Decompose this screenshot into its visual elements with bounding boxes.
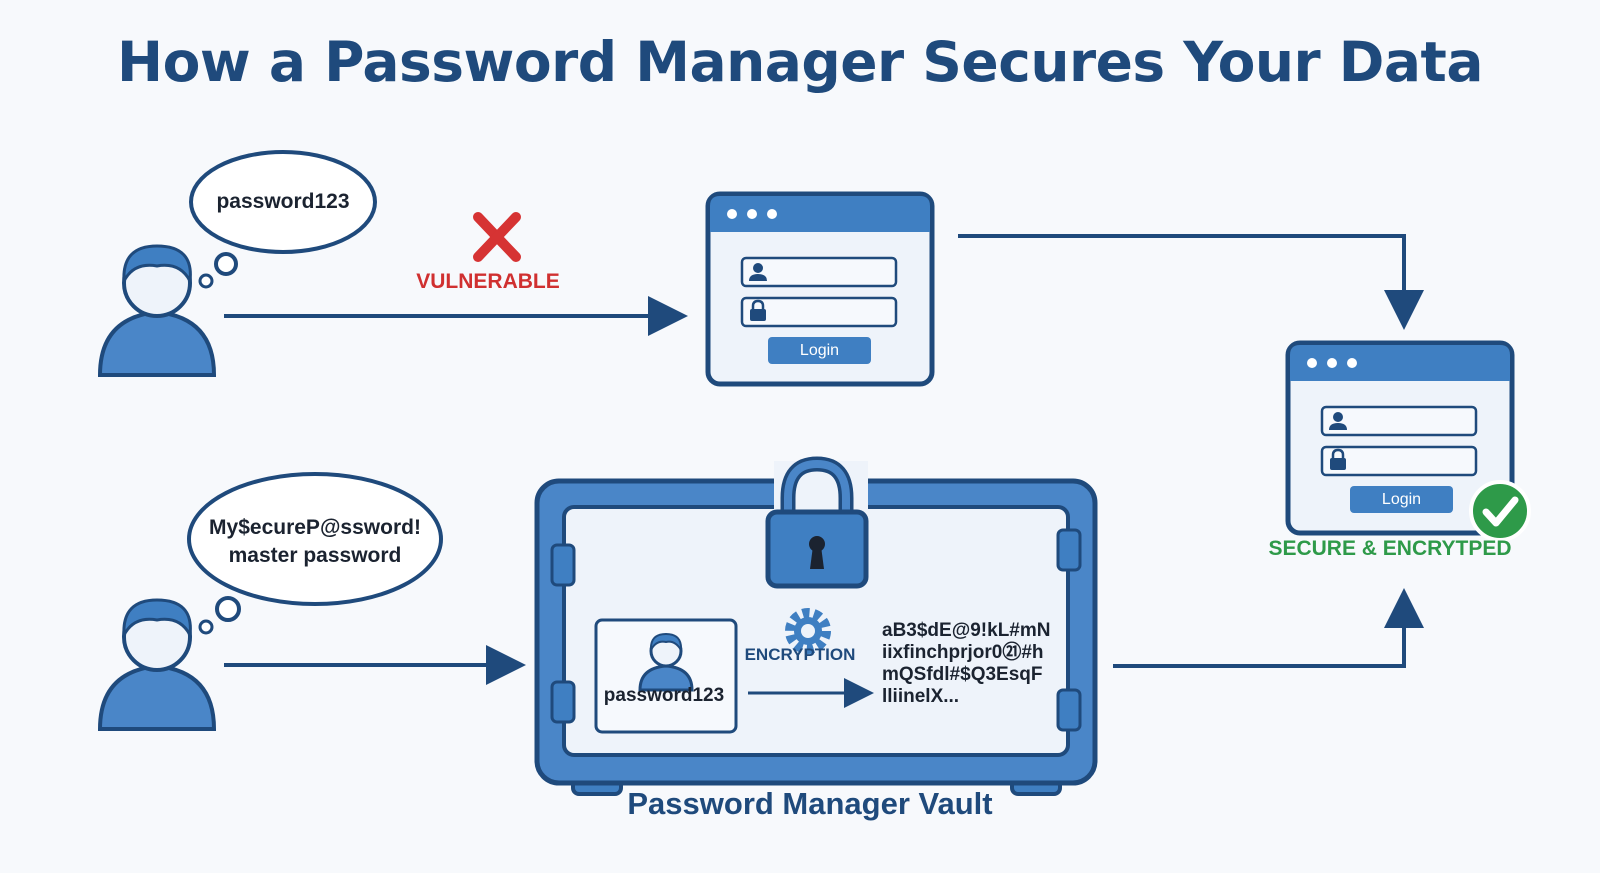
- cipher-line: mQSfdl#$Q3EsqF: [882, 664, 1043, 685]
- vulnerable-label: VULNERABLE: [416, 270, 560, 293]
- result-login-button[interactable]: Login: [1350, 486, 1453, 513]
- secure-label: SECURE & ENCRYTPED: [1268, 537, 1512, 560]
- cipher-line: aB3$dE@9!kL#mN: [882, 620, 1051, 641]
- page-title: How a Password Manager Secures Your Data: [117, 30, 1483, 94]
- user-icon-bottom: [97, 598, 217, 731]
- stored-credential-card: [594, 618, 738, 734]
- encryption-label: ENCRYPTION: [744, 645, 856, 664]
- username-field-icon: [749, 263, 767, 281]
- arrow-vault-to-result: [1113, 588, 1424, 668]
- top-thought-text: password123: [216, 190, 350, 213]
- thought-bubble-top: [189, 150, 377, 289]
- bottom-thought-line2: master password: [228, 544, 402, 567]
- padlock-icon: [765, 456, 869, 589]
- green-check-icon: [1469, 480, 1531, 542]
- stored-password-label: password123: [603, 685, 725, 706]
- password-field-lock-icon: [750, 299, 766, 321]
- user-icon-top: [97, 244, 217, 377]
- result-password-field-lock-icon: [1330, 448, 1346, 470]
- thought-bubble-bottom: [187, 472, 443, 635]
- cipher-line: iixfinchprjor0㉑#h: [882, 642, 1044, 663]
- red-x-icon: [473, 212, 521, 262]
- gear-icon: [785, 608, 831, 654]
- login-window-result: [1285, 340, 1515, 536]
- login-window-top: [705, 191, 935, 387]
- top-login-button[interactable]: Login: [768, 337, 871, 364]
- vault-title: Password Manager Vault: [627, 786, 993, 821]
- result-username-field-icon: [1329, 412, 1347, 430]
- bottom-thought-line1: My$ecureP@ssword!: [209, 516, 421, 539]
- cipher-line: lliinelX...: [882, 686, 960, 707]
- cipher-text-block: aB3$dE@9!kL#mN iixfinchprjor0㉑#h mQSfdl#…: [882, 620, 1062, 708]
- arrow-top-login-to-result: [958, 234, 1424, 330]
